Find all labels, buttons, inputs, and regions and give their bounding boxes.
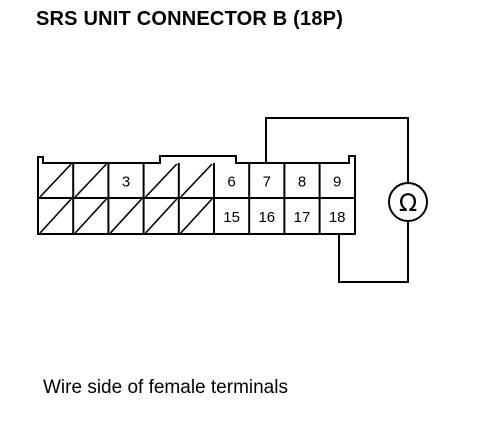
terminal-3-label: 3 <box>122 174 130 191</box>
connector-outline <box>37 155 356 235</box>
terminal-8-label: 8 <box>298 174 306 191</box>
connector-body <box>37 155 356 235</box>
terminal-17-label: 17 <box>294 209 311 226</box>
diagram-caption: Wire side of female terminals <box>43 377 288 398</box>
terminal-18-label: 18 <box>329 209 346 226</box>
test-leads <box>265 117 409 283</box>
unused-cavity-hatch <box>145 163 178 198</box>
unused-cavity-hatch <box>109 198 143 234</box>
lead-to-terminal-18 <box>338 222 409 283</box>
ohmmeter-circle <box>388 182 428 222</box>
terminal-7-label: 7 <box>263 174 271 191</box>
terminal-cells: 3 6 7 8 9 15 16 17 18 <box>39 163 346 234</box>
lead-to-terminal-7 <box>265 117 409 183</box>
unused-cavity-hatch <box>74 198 107 234</box>
unused-cavity-hatch <box>180 163 213 198</box>
terminal-16-label: 16 <box>258 209 275 226</box>
diagram-title: SRS UNIT CONNECTOR B (18P) <box>36 8 344 30</box>
unused-cavity-hatch <box>39 198 72 234</box>
unused-cavity-hatch <box>180 198 213 234</box>
unused-cavity-hatch <box>39 163 72 198</box>
ohm-icon: Ω <box>399 189 417 217</box>
terminal-15-label: 15 <box>223 209 240 226</box>
unused-cavity-hatch <box>74 163 107 198</box>
terminal-9-label: 9 <box>333 174 341 191</box>
unused-cavity-hatch <box>145 198 178 234</box>
ohmmeter: Ω <box>388 182 428 222</box>
terminal-6-label: 6 <box>227 174 235 191</box>
